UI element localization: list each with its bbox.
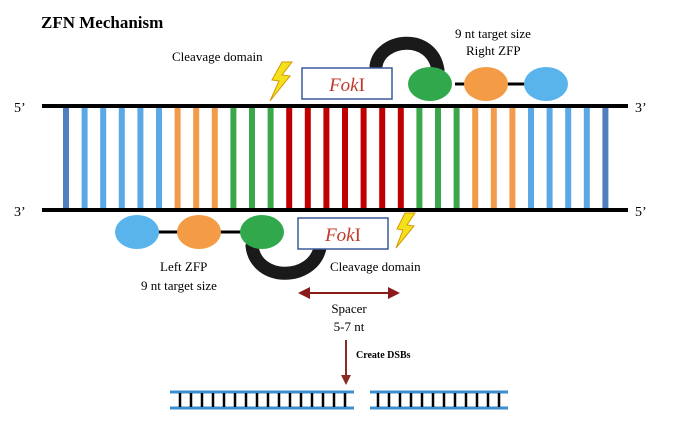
base-pair-rung xyxy=(286,107,293,209)
base-pair-rung xyxy=(397,107,404,209)
lightning-icon xyxy=(269,61,294,102)
top-foki-box xyxy=(301,67,393,100)
top-linker-arc xyxy=(369,36,445,77)
top-foki-label: FokI xyxy=(328,75,365,96)
base-pair-rung xyxy=(565,107,572,209)
base-pair-rung xyxy=(193,107,200,209)
base-pair-rung xyxy=(118,107,125,209)
bottom-right-end-label: 5’ xyxy=(635,205,647,220)
base-pair-rung xyxy=(453,107,460,209)
right-zfp-green-finger xyxy=(408,67,452,101)
base-pair-rung xyxy=(81,107,88,209)
dsb-label: Create DSBs xyxy=(356,350,411,361)
base-pair-rung xyxy=(509,107,516,209)
left-zfp-blue-finger xyxy=(115,215,159,249)
base-pair-rung xyxy=(174,107,181,209)
base-pair-rung xyxy=(63,107,69,209)
right-zfp-size-label: 9 nt target size xyxy=(455,26,531,41)
top-left-end-label: 5’ xyxy=(14,101,26,116)
broken-dna xyxy=(170,390,508,410)
arrow-icon xyxy=(341,375,351,385)
top-cleavage-label: Cleavage domain xyxy=(172,49,263,64)
bottom-linker-arc xyxy=(245,239,327,280)
right-zfp-label: Right ZFP xyxy=(466,43,521,58)
base-pair-rung xyxy=(100,107,107,209)
spacer-size-label: 5-7 nt xyxy=(334,319,365,334)
bottom-foki-box xyxy=(297,217,389,250)
base-pair-rung xyxy=(156,107,162,209)
base-pair-rung xyxy=(304,107,311,209)
arrow-icon xyxy=(298,287,310,299)
right-zfp-orange-finger xyxy=(464,67,508,101)
bottom-left-end-label: 3’ xyxy=(14,205,26,220)
base-pair-rung xyxy=(546,107,553,209)
base-pair-rung xyxy=(583,107,590,209)
left-zfp-green-finger xyxy=(240,215,284,249)
base-pair-rung xyxy=(490,107,497,209)
base-pair-rung xyxy=(230,107,237,209)
base-pair-rung xyxy=(211,107,218,209)
base-pair-rung xyxy=(416,107,423,209)
top-right-end-label: 3’ xyxy=(635,101,647,116)
left-zfp-orange-finger xyxy=(177,215,221,249)
bottom-foki-label: FokI xyxy=(324,225,361,246)
base-pair-rung xyxy=(137,107,144,209)
left-zfp-size-label: 9 nt target size xyxy=(141,278,217,293)
base-pair-rung xyxy=(528,107,534,209)
base-pair-rungs xyxy=(63,107,609,209)
base-pair-rung xyxy=(435,107,441,209)
right-zfp-blue-finger xyxy=(524,67,568,101)
base-pair-rung xyxy=(360,107,367,209)
base-pair-rung xyxy=(249,107,255,209)
base-pair-rung xyxy=(267,107,274,209)
base-pair-rung xyxy=(472,107,479,209)
base-pair-rung xyxy=(323,107,330,209)
base-pair-rung xyxy=(602,107,609,209)
base-pair-rung xyxy=(379,107,386,209)
diagram-title: ZFN Mechanism xyxy=(41,13,163,32)
base-pair-rung xyxy=(342,107,348,209)
left-zfp-label: Left ZFP xyxy=(160,259,207,274)
arrow-icon xyxy=(388,287,400,299)
lightning-icon xyxy=(395,212,416,249)
spacer-label: Spacer xyxy=(331,301,367,316)
bottom-cleavage-label: Cleavage domain xyxy=(330,259,421,274)
